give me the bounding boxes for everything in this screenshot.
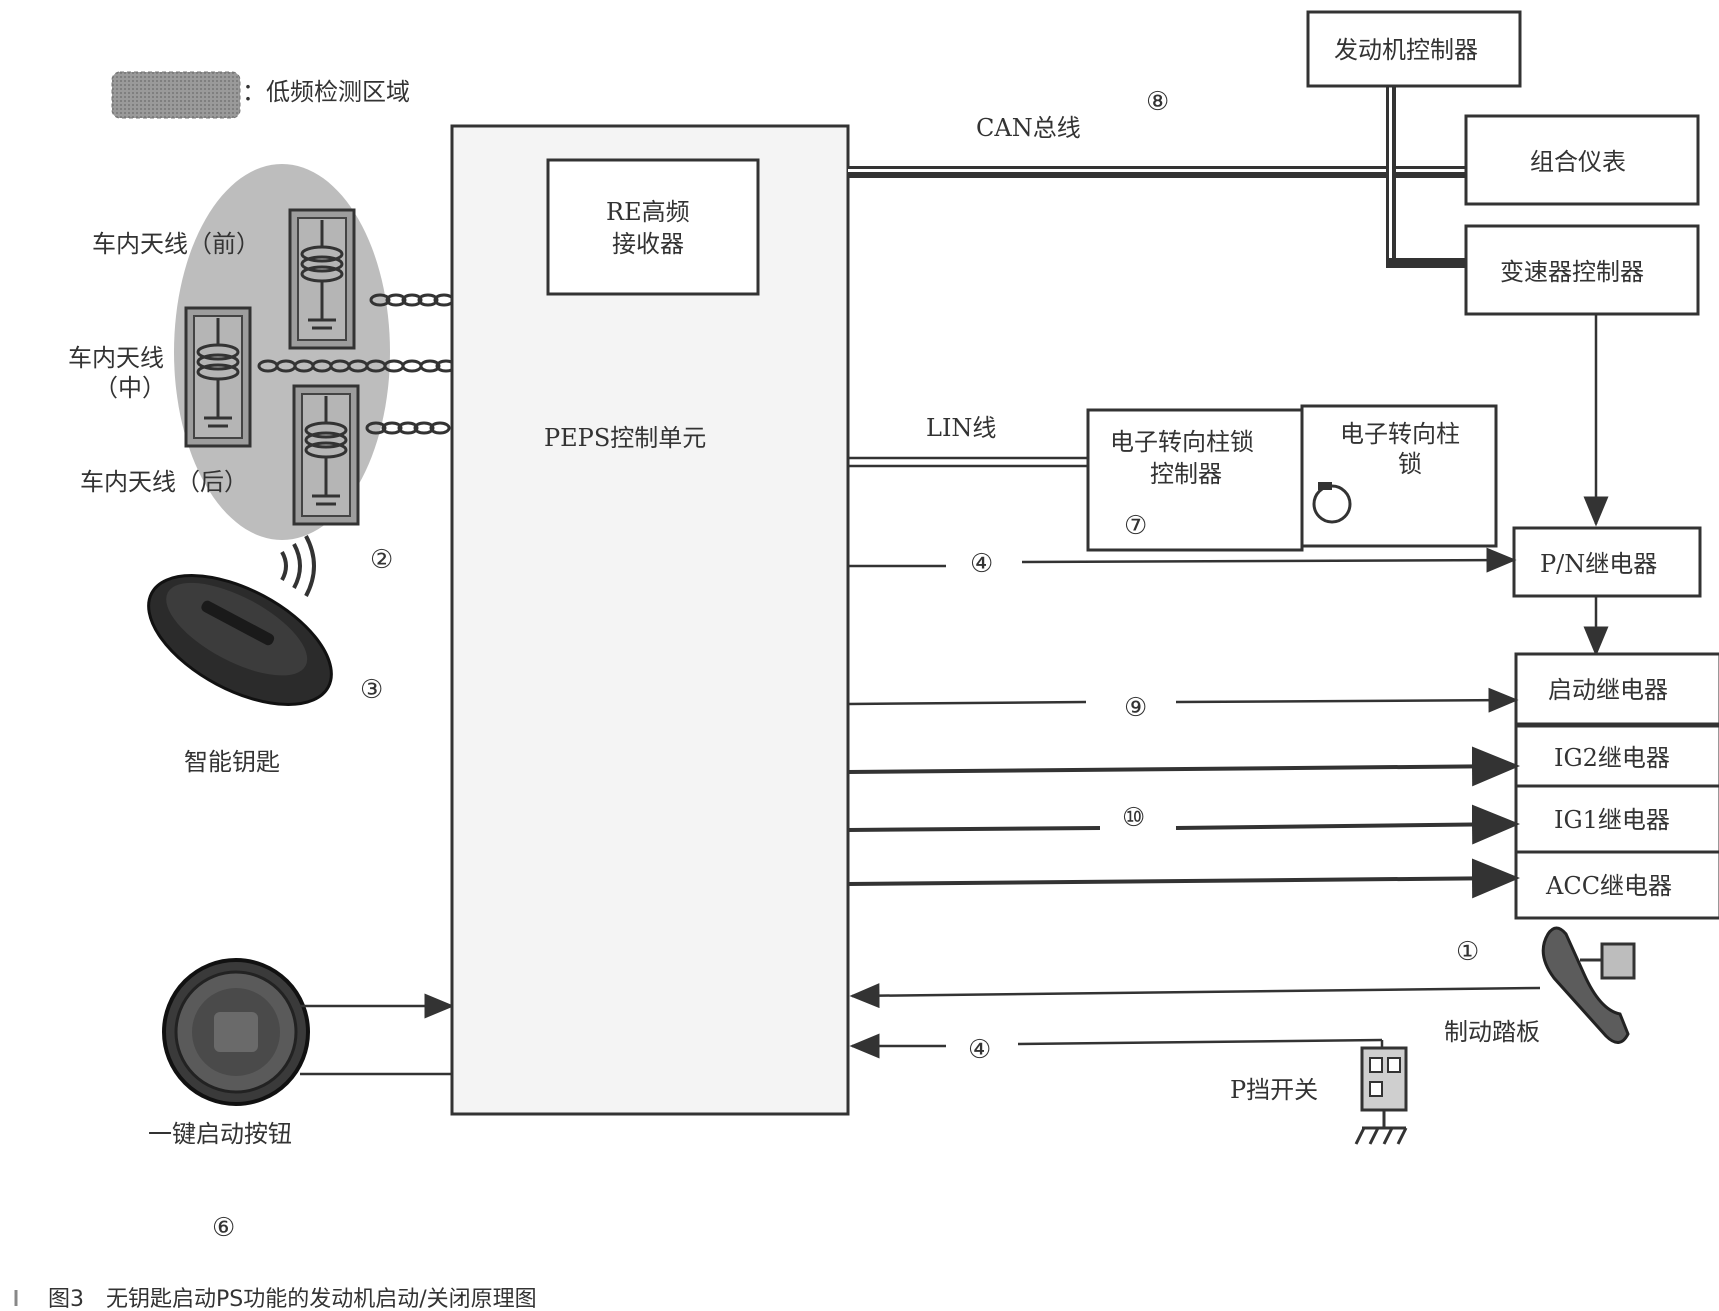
can-bus-to-transmission <box>1386 258 1468 268</box>
antenna-middle-label-1: 车内天线 <box>68 344 164 372</box>
steering-lock-label-1: 电子转向柱 <box>1340 420 1460 448</box>
start-signal-number: ⑨ <box>1124 693 1147 723</box>
antenna-rear-label: 车内天线（后） <box>80 468 248 496</box>
ig1-signal-line-b <box>1175 804 1520 845</box>
engine-controller-box <box>1306 10 1522 88</box>
brake-pedal-label: 制动踏板 <box>1444 1018 1540 1046</box>
ig1-signal-line-a <box>847 826 1101 832</box>
ig2-signal-line <box>847 746 1520 787</box>
smart-key-label: 智能钥匙 <box>184 748 280 776</box>
lin-bus-label: LIN线 <box>926 414 996 442</box>
antenna-number: ② <box>370 545 393 575</box>
acc-relay-label: ACC继电器 <box>1545 872 1672 900</box>
start-signal-line-b <box>1175 687 1519 713</box>
peps-label: PEPS控制单元 <box>544 424 706 452</box>
antenna-front-icon <box>288 208 356 350</box>
rf-receiver-label-1: RE高频 <box>606 198 690 226</box>
pn-relay-label: P/N继电器 <box>1540 550 1657 578</box>
can-bus-number: ⑧ <box>1146 87 1169 117</box>
smart-key-icon <box>147 535 333 706</box>
pn-signal-number: ④ <box>970 549 993 579</box>
ig1-relay-label: IG1继电器 <box>1554 806 1670 834</box>
steering-lock-controller-number: ⑦ <box>1124 511 1147 541</box>
rf-receiver-box <box>546 158 760 296</box>
legend-swatch <box>111 71 241 119</box>
p-switch-number: ④ <box>968 1035 991 1065</box>
acc-relay-box <box>1514 850 1719 920</box>
antenna-front-label: 车内天线（前） <box>92 230 260 258</box>
antenna-middle-label-2: （中） <box>94 374 166 402</box>
figure-caption: 图3 无钥匙启动PS功能的发动机启动/关闭原理图 <box>48 1287 537 1311</box>
antenna-rear-icon <box>292 384 360 526</box>
rf-receiver-label-2: 接收器 <box>612 230 684 258</box>
p-switch-line-a <box>1017 1038 1383 1046</box>
ig1-relay-box <box>1514 784 1719 854</box>
steering-lock-controller-label-1: 电子转向柱锁 <box>1110 428 1254 456</box>
steering-lock-controller-box <box>1086 408 1304 552</box>
brake-pedal-number: ① <box>1456 937 1479 967</box>
cluster-box <box>1464 114 1700 206</box>
pn-relay-box <box>1512 526 1702 598</box>
p-switch-label: P挡开关 <box>1230 1076 1318 1104</box>
steering-lock-controller-label-2: 控制器 <box>1150 460 1222 488</box>
engine-controller-label: 发动机控制器 <box>1334 36 1478 64</box>
start-button-icon <box>162 958 310 1106</box>
motor-icon <box>1312 482 1352 524</box>
start-relay-box <box>1514 652 1719 726</box>
antenna-middle-icon <box>184 306 252 448</box>
p-switch-icon <box>1354 1040 1408 1145</box>
can-bus-label: CAN总线 <box>976 114 1081 142</box>
start-button-label: 一键启动按钮 <box>148 1120 292 1148</box>
transmission-controller-box <box>1464 224 1700 316</box>
transmission-controller-label: 变速器控制器 <box>1500 258 1644 286</box>
start-button-number: ⑥ <box>212 1213 235 1243</box>
steering-lock-label-2: 锁 <box>1398 450 1422 478</box>
smart-key-number: ③ <box>360 675 383 705</box>
legend-label: ：低频检测区域 <box>242 78 410 106</box>
start-relay-label: 启动继电器 <box>1548 676 1668 704</box>
cluster-label: 组合仪表 <box>1530 148 1626 176</box>
ig-signal-number: ⑩ <box>1122 803 1145 833</box>
ig2-relay-label: IG2继电器 <box>1554 744 1670 772</box>
start-signal-line-a <box>847 700 1087 706</box>
pn-signal-line-b <box>1021 547 1517 573</box>
acc-signal-line <box>847 858 1520 899</box>
brake-pedal-icon <box>1541 926 1636 1044</box>
brake-signal-line <box>849 983 1541 1009</box>
